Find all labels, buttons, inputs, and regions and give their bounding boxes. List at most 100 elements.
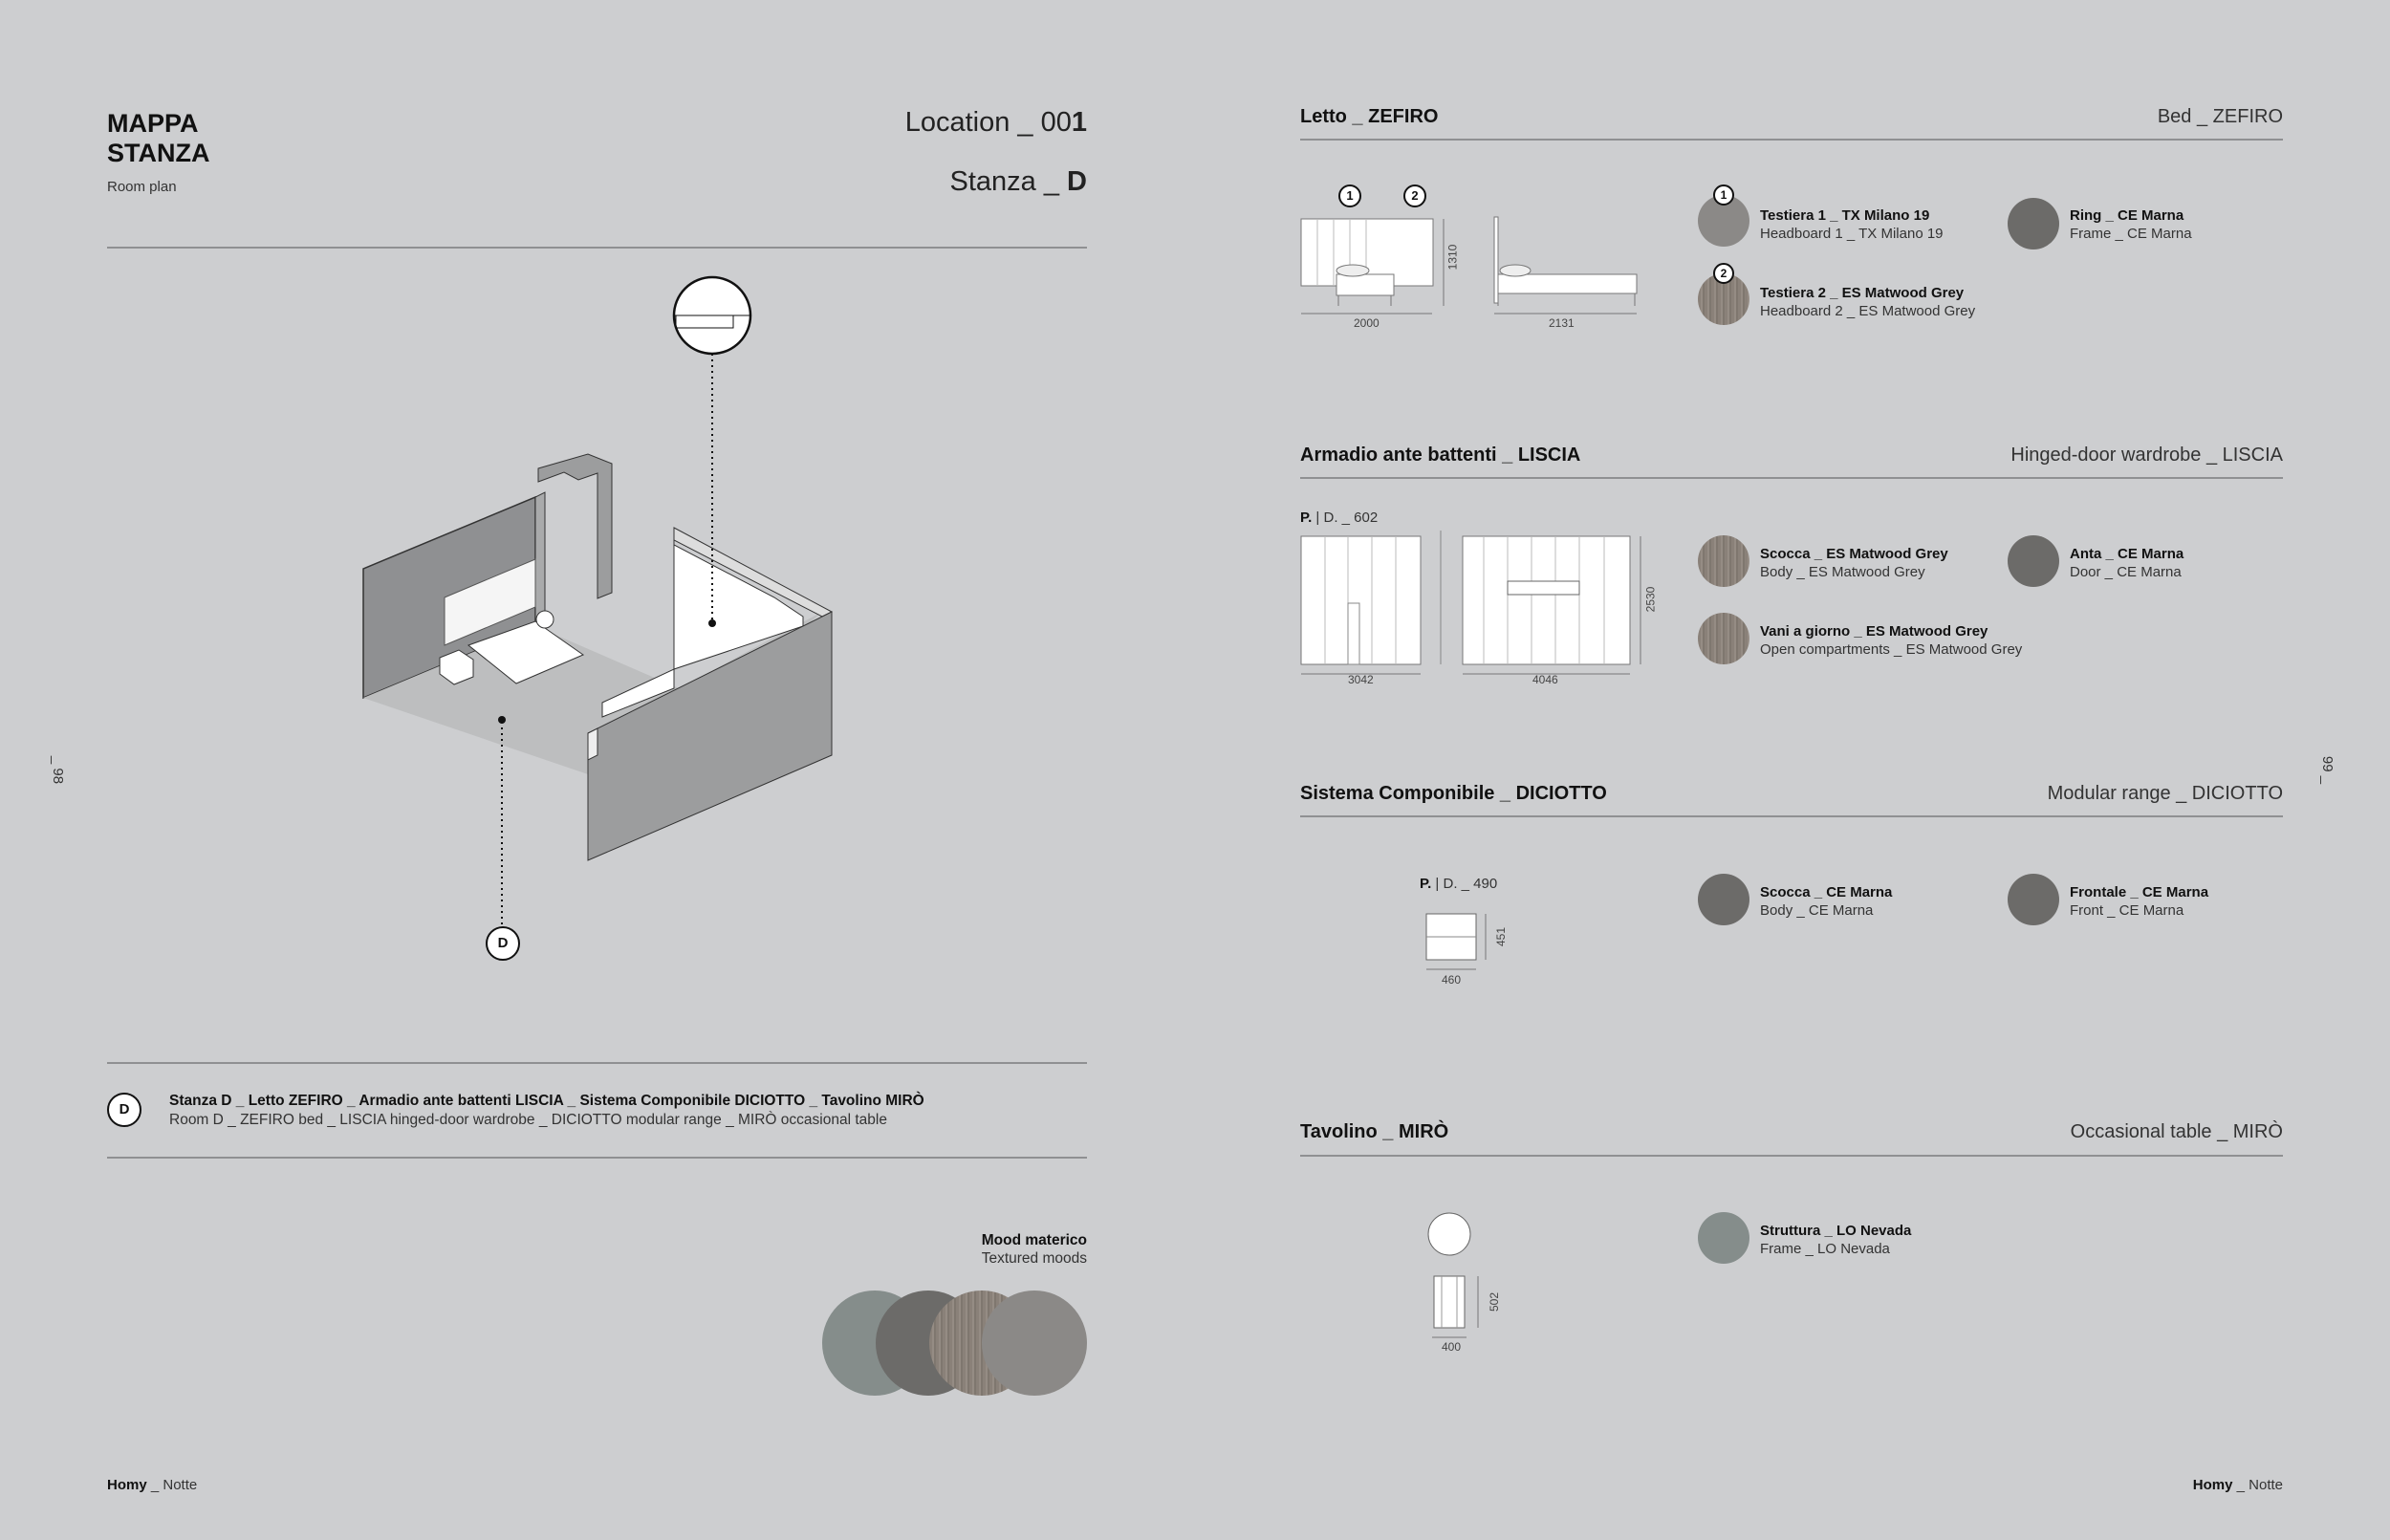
- swatch-lo-nevada: [1698, 1212, 1749, 1264]
- swatch-es-matwood-grey: [1698, 613, 1749, 664]
- stanza-label: Stanza _ D: [950, 166, 1087, 198]
- legend-it: Stanza D _ Letto ZEFIRO _ Armadio ante b…: [169, 1093, 924, 1109]
- stanza-letter: D: [1067, 166, 1087, 197]
- swatch-ce-marna: [1698, 874, 1749, 925]
- mood-subtitle: Textured moods: [981, 1250, 1087, 1267]
- footer-brand: Homy: [2192, 1477, 2233, 1493]
- swatch-sub: Headboard 2 _ ES Matwood Grey: [1760, 303, 1976, 319]
- dim-length: 2131: [1549, 316, 1575, 330]
- mood-label: Mood materico Textured moods: [982, 1231, 1087, 1268]
- section-title-tavolino: Tavolino _ MIRÒ: [1300, 1121, 1449, 1142]
- swatch-ce-marna: [2008, 874, 2059, 925]
- wardrobe-drawing: [1300, 531, 1641, 675]
- dim-wardrobe-2: 4046: [1532, 673, 1558, 686]
- divider: [1300, 1155, 2283, 1157]
- swatch-name: Vani a giorno _ ES Matwood Grey: [1760, 623, 1988, 640]
- dim-wardrobe-height: 2530: [1643, 586, 1658, 613]
- swatch-name: Testiera 2 _ ES Matwood Grey: [1760, 285, 1965, 301]
- title-line-1: MAPPA: [107, 109, 199, 138]
- swatch-name: Testiera 1 _ TX Milano 19: [1760, 207, 1930, 224]
- footer-brand: Homy: [107, 1477, 147, 1493]
- swatch-label: Testiera 1 _ TX Milano 19 Headboard 1 _ T…: [1760, 206, 1944, 243]
- divider: [1300, 477, 2283, 479]
- nightstand-drawing: [1425, 913, 1487, 970]
- subtitle: Room plan: [107, 179, 177, 195]
- wardrobe-depth: P. | D. _ 602: [1300, 510, 1378, 526]
- dim-table-width: 400: [1442, 1340, 1462, 1354]
- footer-left: Homy _ Notte: [107, 1477, 197, 1493]
- swatch-ce-marna: [2008, 198, 2059, 249]
- isometric-room-plan: [362, 275, 834, 927]
- dim-height: 1310: [1445, 244, 1460, 271]
- section-title-armadio: Armadio ante battenti _ LISCIA: [1300, 445, 1581, 466]
- swatch-badge-1: 1: [1713, 184, 1734, 206]
- depth-rest: | D. _ 490: [1431, 876, 1498, 892]
- swatch-sub: Frame _ LO Nevada: [1760, 1241, 1890, 1257]
- swatch-name: Ring _ CE Marna: [2070, 207, 2184, 224]
- page-number-right: 99 _: [2319, 755, 2336, 785]
- bed-badge-2: 2: [1403, 184, 1426, 207]
- swatch-sub: Frame _ CE Marna: [2070, 226, 2192, 242]
- swatch-name: Struttura _ LO Nevada: [1760, 1223, 1912, 1239]
- swatch-sub: Front _ CE Marna: [2070, 902, 2184, 919]
- swatch-badge-2: 2: [1713, 263, 1734, 284]
- section-title-bed: Bed _ ZEFIRO: [2157, 106, 2283, 127]
- dim-wardrobe-1: 3042: [1348, 673, 1374, 686]
- section-title-diciotto: Sistema Componibile _ DICIOTTO: [1300, 783, 1607, 804]
- depth-p: P.: [1420, 876, 1432, 892]
- swatch-sub: Door _ CE Marna: [2070, 564, 2182, 580]
- divider: [107, 247, 1087, 249]
- section-title-modular: Modular range _ DICIOTTO: [2047, 783, 2283, 804]
- title-line-2: STANZA: [107, 139, 210, 167]
- swatch-sub: Headboard 1 _ TX Milano 19: [1760, 226, 1944, 242]
- divider: [1300, 815, 2283, 817]
- bed-badge-1: 1: [1338, 184, 1361, 207]
- footer-rest: _ Notte: [2232, 1477, 2283, 1493]
- swatch-name: Scocca _ CE Marna: [1760, 884, 1893, 900]
- dim-nightstand-width: 460: [1442, 973, 1462, 987]
- stanza-prefix: Stanza _: [949, 166, 1068, 197]
- location-number: 1: [1071, 107, 1087, 138]
- swatch-name: Anta _ CE Marna: [2070, 546, 2184, 562]
- mood-swatch-milano: [982, 1291, 1087, 1396]
- divider: [107, 1157, 1087, 1159]
- dim-nightstand-height: 451: [1494, 926, 1509, 947]
- section-title-table: Occasional table _ MIRÒ: [2070, 1121, 2283, 1142]
- section-title-wardrobe: Hinged-door wardrobe _ LISCIA: [2010, 445, 2283, 466]
- swatch-name: Frontale _ CE Marna: [2070, 884, 2209, 900]
- table-drawing: [1427, 1212, 1479, 1338]
- swatch-sub: Body _ CE Marna: [1760, 902, 1874, 919]
- legend-badge: D: [107, 1093, 141, 1127]
- depth-rest: | D. _ 602: [1312, 510, 1379, 526]
- location-prefix: Location _ 00: [904, 107, 1072, 138]
- legend-text: Stanza D _ Letto ZEFIRO _ Armadio ante b…: [169, 1092, 924, 1130]
- swatch-sub: Open compartments _ ES Matwood Grey: [1760, 641, 2023, 658]
- footer-right: Homy _ Notte: [2193, 1477, 2283, 1493]
- dim-width: 2000: [1354, 316, 1380, 330]
- swatch-sub: Body _ ES Matwood Grey: [1760, 564, 1925, 580]
- swatch-ce-marna: [2008, 535, 2059, 587]
- divider: [107, 1062, 1087, 1064]
- dim-table-height: 502: [1488, 1291, 1502, 1312]
- swatch-name: Scocca _ ES Matwood Grey: [1760, 546, 1948, 562]
- swatch-es-matwood-grey: [1698, 535, 1749, 587]
- bed-drawing: [1300, 216, 1638, 315]
- depth-p: P.: [1300, 510, 1313, 526]
- mood-title: Mood materico: [981, 1232, 1087, 1248]
- diciotto-depth: P. | D. _ 490: [1420, 876, 1497, 892]
- divider: [1300, 139, 2283, 141]
- legend-en: Room D _ ZEFIRO bed _ LISCIA hinged-door…: [169, 1112, 887, 1128]
- location-label: Location _ 001: [905, 107, 1087, 139]
- footer-rest: _ Notte: [146, 1477, 198, 1493]
- section-title-letto: Letto _ ZEFIRO: [1300, 106, 1439, 127]
- page-number-left: _ 98: [50, 755, 67, 785]
